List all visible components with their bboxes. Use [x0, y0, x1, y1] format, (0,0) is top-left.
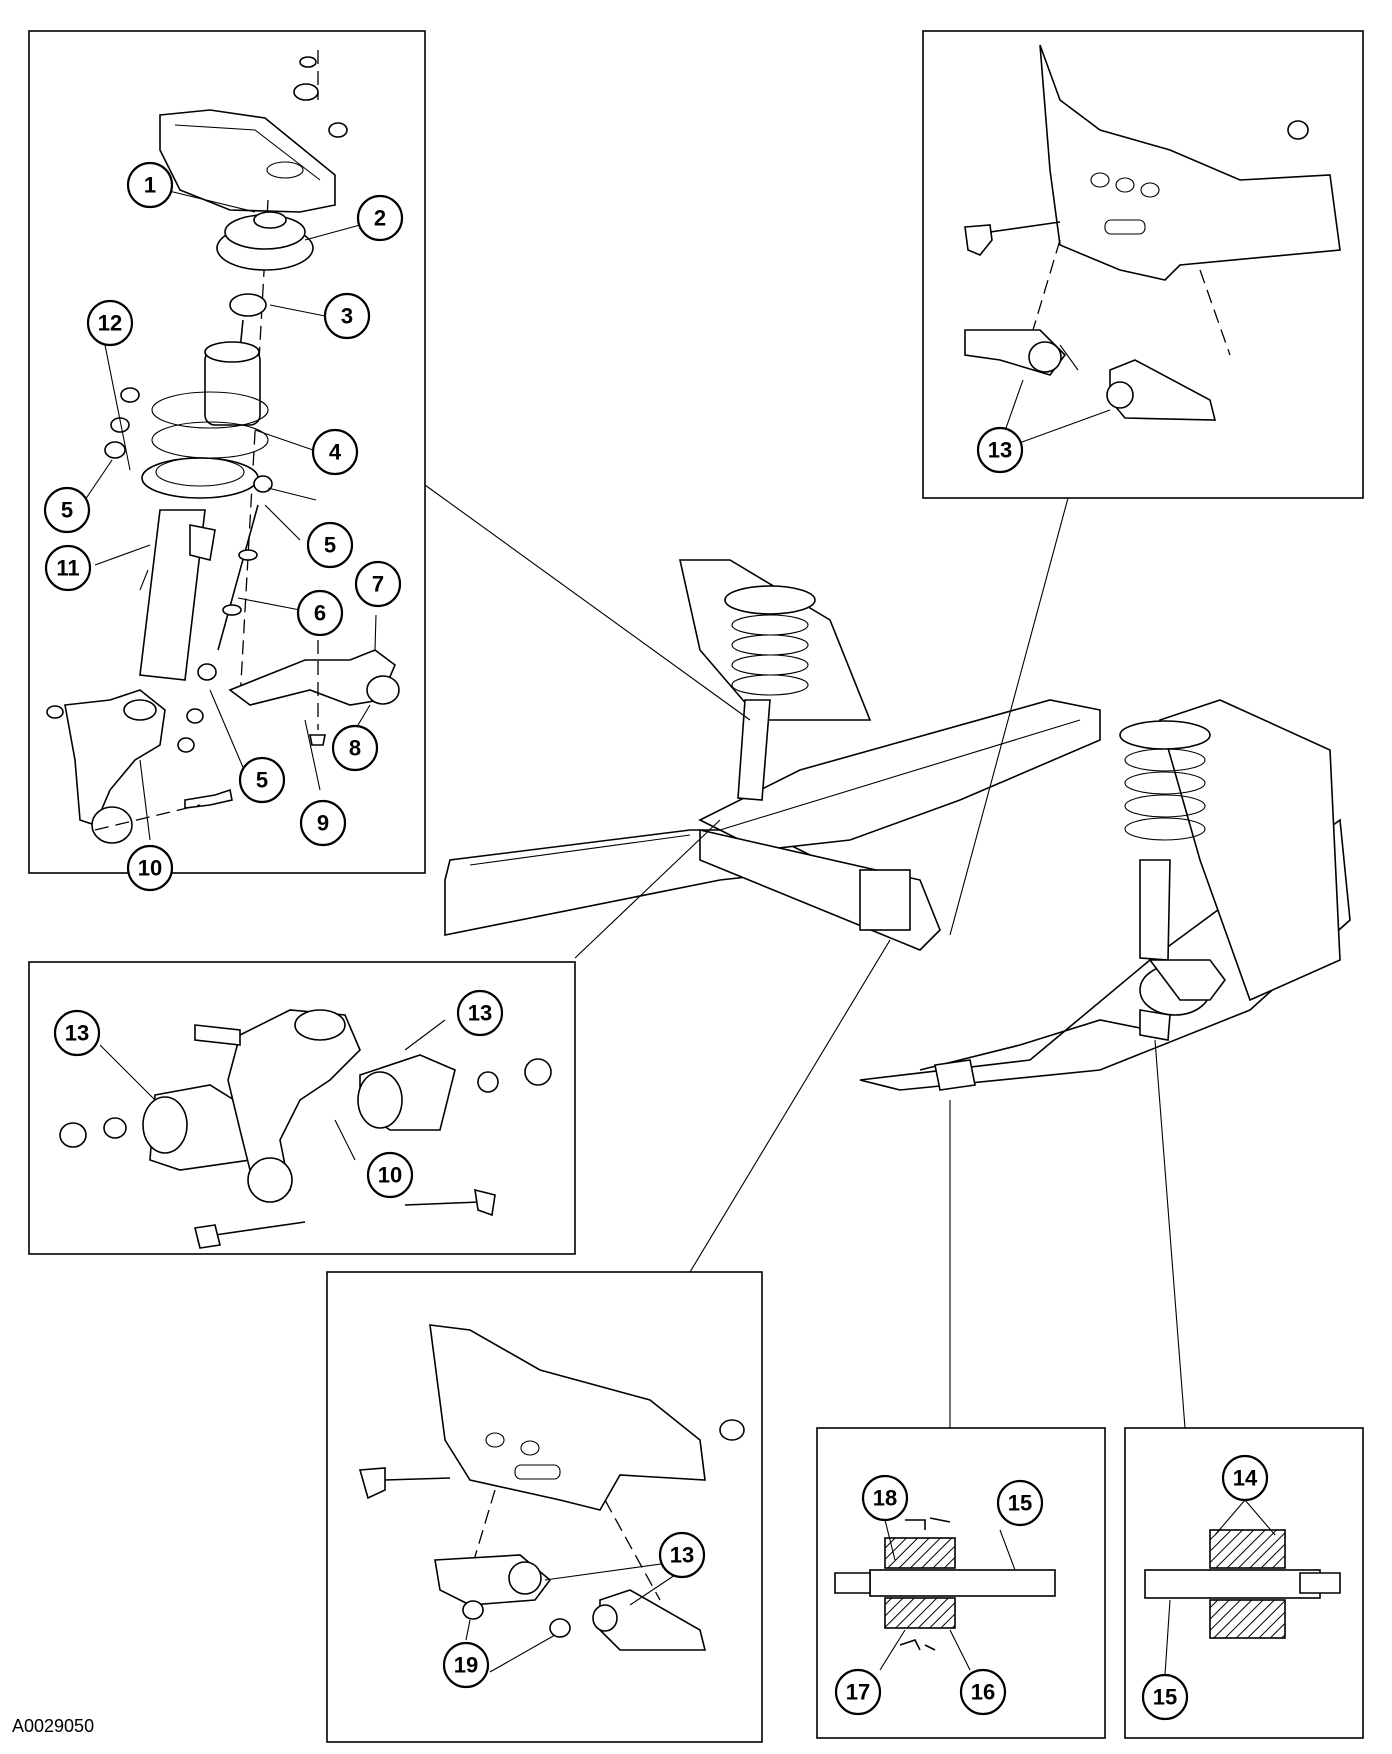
svg-text:13: 13: [65, 1021, 89, 1046]
svg-text:3: 3: [341, 304, 353, 329]
svg-text:19: 19: [454, 1653, 478, 1678]
svg-text:13: 13: [468, 1001, 492, 1026]
figure-id: A0029050: [12, 1716, 95, 1736]
frame-rail-icon: [429, 1324, 706, 1511]
svg-text:11: 11: [56, 556, 79, 581]
callout-11: 11: [44, 544, 92, 592]
stabilizer-bar-icon: [869, 1569, 1056, 1597]
svg-text:4: 4: [329, 440, 342, 465]
svg-text:8: 8: [349, 736, 361, 761]
svg-text:13: 13: [988, 438, 1012, 463]
lower-arm-right-icon: [357, 1054, 552, 1131]
callout-5b: 5: [306, 521, 354, 569]
callout-5a: 5: [43, 486, 91, 534]
callout-18: 18: [861, 1474, 909, 1522]
svg-text:5: 5: [61, 498, 73, 523]
svg-text:10: 10: [378, 1163, 402, 1188]
svg-text:13: 13: [670, 1543, 694, 1568]
upper-frame-mount-panel: [922, 30, 1364, 499]
svg-text:5: 5: [256, 768, 268, 793]
svg-text:17: 17: [846, 1680, 870, 1705]
stabilizer-link-icon: [177, 475, 273, 753]
svg-text:16: 16: [971, 1680, 995, 1705]
stabilizer-bar-icon: [228, 640, 400, 746]
knuckle-arms-panel: [28, 961, 576, 1255]
callout-13-mid-right: 13: [456, 989, 504, 1037]
callout-12: 12: [86, 299, 134, 347]
lower-arm-left-icon: [59, 1084, 251, 1171]
callout-15a: 15: [996, 1479, 1044, 1527]
left-shock-tower: [679, 559, 872, 721]
callout-14: 14: [1221, 1454, 1269, 1502]
svg-text:14: 14: [1233, 1466, 1258, 1491]
bolt-icon: [964, 221, 1061, 256]
strut-icon: [139, 319, 269, 681]
nut-icon: [719, 1419, 745, 1441]
bushing-section-panel-right: [1124, 1427, 1364, 1739]
strut-mount-icon: [216, 211, 314, 271]
callout-10: 10: [126, 844, 174, 892]
callout-9: 9: [299, 799, 347, 847]
callout-3: 3: [323, 292, 371, 340]
knuckle-icon: [46, 689, 233, 844]
callout-5c: 5: [238, 756, 286, 804]
callout-2: 2: [356, 194, 404, 242]
nut-icon: [293, 56, 348, 138]
nut-icon: [1287, 120, 1309, 140]
suspension-assembly: [444, 559, 1351, 1091]
bumper-icon: [229, 293, 267, 317]
callout-10-mid: 10: [366, 1151, 414, 1199]
svg-text:5: 5: [324, 533, 336, 558]
callout-13-top-right: 13: [976, 426, 1024, 474]
svg-text:12: 12: [98, 311, 122, 336]
left-coil-spring-icon: [724, 585, 816, 801]
callout-13-mid-left: 13: [53, 1009, 101, 1057]
callout-8: 8: [331, 724, 379, 772]
svg-text:6: 6: [314, 601, 326, 626]
connector-lines: [424, 484, 1186, 1429]
svg-text:7: 7: [372, 572, 384, 597]
callout-6: 6: [296, 589, 344, 637]
frame-rail-icon: [1039, 44, 1341, 281]
bolt-icon: [194, 1188, 496, 1249]
bushing-icon: [104, 387, 140, 459]
callout-15b: 15: [1141, 1673, 1189, 1721]
callout-7: 7: [354, 560, 402, 608]
callout-13-bottom: 13: [658, 1531, 706, 1579]
svg-text:18: 18: [873, 1486, 897, 1511]
callout-4: 4: [311, 428, 359, 476]
stabilizer-bar-icon: [1144, 1569, 1321, 1599]
callout-16: 16: [959, 1668, 1007, 1716]
knuckle-icon: [194, 1009, 361, 1203]
svg-text:9: 9: [317, 811, 329, 836]
control-arm-icon: [434, 1554, 707, 1651]
svg-text:15: 15: [1153, 1685, 1177, 1710]
svg-text:1: 1: [144, 173, 156, 198]
lower-frame-mount-panel: [326, 1271, 763, 1743]
callout-19a: 19: [442, 1641, 490, 1689]
svg-text:10: 10: [138, 856, 162, 881]
upper-mount-plate: [159, 109, 336, 213]
bolt-icon: [358, 1467, 451, 1500]
svg-text:15: 15: [1008, 1491, 1032, 1516]
strut-exploded-panel: [28, 30, 426, 874]
stabilizer-bar: [919, 1019, 1151, 1071]
svg-text:2: 2: [374, 206, 386, 231]
callout-17: 17: [834, 1668, 882, 1716]
bushing-section-panel-left: [816, 1427, 1106, 1739]
callout-1: 1: [126, 161, 174, 209]
control-arm-icon: [964, 329, 1217, 421]
right-shock-tower: [1159, 699, 1341, 1002]
rack-bracket: [859, 869, 911, 931]
